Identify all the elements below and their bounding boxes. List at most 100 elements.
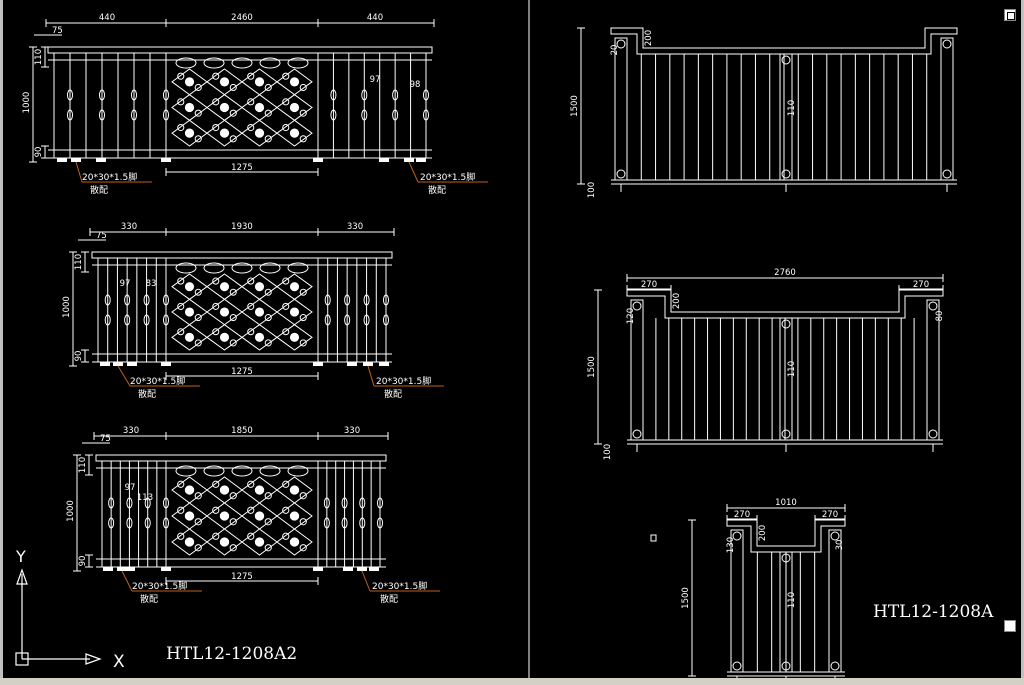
model-title-right: HTL12-1208A	[873, 602, 994, 622]
dimension-label: 440	[367, 13, 383, 23]
baluster-knuckle	[341, 517, 348, 529]
post-foot	[57, 158, 67, 162]
scroll	[928, 429, 938, 439]
baluster-knuckle	[423, 109, 429, 121]
y-axis-label: Y	[15, 547, 26, 566]
crest-scroll	[175, 465, 197, 477]
post-foot	[127, 362, 137, 366]
dimension-label: 97	[120, 279, 131, 289]
dimension-label: 120	[626, 308, 636, 324]
scroll	[299, 109, 307, 117]
rosette	[184, 102, 195, 113]
scroll	[177, 328, 185, 336]
rosette	[184, 282, 195, 292]
crest-scroll	[231, 262, 253, 274]
scroll	[194, 109, 202, 117]
rosette	[184, 511, 195, 521]
baluster-knuckle	[143, 314, 150, 326]
dimension-label: 散配	[90, 184, 108, 196]
crest-scroll	[231, 57, 253, 69]
scroll	[264, 314, 272, 322]
scroll	[212, 277, 220, 285]
scroll	[282, 277, 290, 285]
crest-scroll	[203, 262, 225, 274]
crest-scroll	[287, 465, 309, 477]
scroll	[781, 319, 791, 329]
dimension-label: 1275	[231, 367, 253, 377]
close-button[interactable]	[1004, 9, 1016, 21]
scroll	[212, 98, 220, 106]
cad-line	[361, 570, 371, 592]
top-rail-profile	[626, 289, 944, 319]
cad-rect	[165, 460, 319, 568]
dimension-label: 1850	[231, 426, 253, 436]
rosette	[289, 77, 300, 87]
scroll	[212, 302, 220, 310]
rosette	[254, 332, 265, 342]
scroll	[632, 301, 642, 311]
baluster-knuckle	[143, 294, 150, 306]
scroll	[194, 518, 202, 526]
scroll	[282, 98, 290, 106]
scroll	[282, 506, 290, 514]
scroll	[942, 169, 952, 179]
scroll	[229, 109, 237, 117]
crest-scroll	[203, 57, 225, 69]
dimension-label: 90	[78, 556, 88, 567]
scroll-arrow-icon[interactable]	[1004, 620, 1016, 632]
scroll	[282, 72, 290, 80]
dimension-label: 200	[644, 30, 654, 46]
dimension-label: 1000	[22, 92, 32, 114]
rosette	[289, 537, 300, 547]
rosette	[254, 128, 265, 138]
baluster-knuckle	[131, 89, 137, 101]
dimension-label: 1500	[681, 587, 691, 609]
scroll	[177, 532, 185, 540]
dimension-label: 200	[758, 525, 768, 541]
baluster-knuckle	[324, 294, 331, 306]
baluster-knuckle	[126, 497, 133, 509]
dimension-label: 270	[641, 280, 657, 290]
rosette	[219, 537, 230, 547]
dimension-label: 1275	[231, 572, 253, 582]
baluster-knuckle	[108, 517, 115, 529]
dimension-label: 83	[146, 279, 157, 289]
baluster-knuckle	[383, 314, 389, 326]
dimension-label: 散配	[140, 593, 158, 605]
rosette	[184, 332, 195, 342]
scroll	[247, 72, 255, 80]
scroll	[194, 314, 202, 322]
crest-scroll	[287, 262, 309, 274]
scroll	[264, 288, 272, 296]
scroll	[282, 532, 290, 540]
dimension-label: 97	[125, 483, 136, 493]
dimension-label: 113	[137, 493, 153, 503]
scroll	[177, 506, 185, 514]
scroll	[299, 314, 307, 322]
top-rail-profile	[610, 27, 958, 55]
dimension-label: 90	[34, 147, 44, 158]
rosette	[184, 307, 195, 317]
scroll	[212, 532, 220, 540]
cad-rect	[779, 551, 793, 673]
rosette	[254, 537, 265, 547]
baluster-knuckle	[131, 109, 137, 121]
scroll	[212, 480, 220, 488]
dimension-label: 97	[370, 75, 381, 85]
post-foot	[404, 158, 414, 162]
scroll	[264, 83, 272, 92]
scroll	[781, 553, 791, 563]
scroll	[632, 429, 642, 439]
crest-scroll	[287, 57, 309, 69]
dimension-label: 1000	[66, 500, 76, 522]
scroll	[177, 123, 185, 132]
x-axis-label: X	[113, 652, 125, 672]
cad-rect	[779, 317, 793, 441]
